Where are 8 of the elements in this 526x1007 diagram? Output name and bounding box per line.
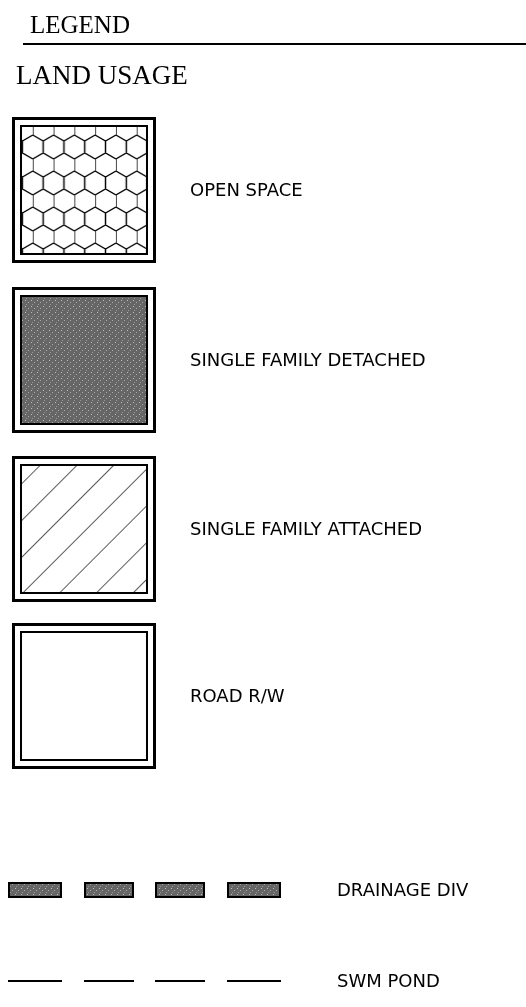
legend-label: DRAINAGE DIV (337, 881, 469, 899)
legend-title: LEGEND (30, 12, 130, 37)
legend-label: SINGLE FAMILY ATTACHED (190, 520, 422, 538)
legend-label: ROAD R/W (190, 687, 285, 705)
legend-label: SINGLE FAMILY DETACHED (190, 351, 426, 369)
legend-label: SWM POND (337, 972, 440, 990)
legend-label: OPEN SPACE (190, 181, 303, 199)
section-heading: LAND USAGE (16, 62, 188, 89)
